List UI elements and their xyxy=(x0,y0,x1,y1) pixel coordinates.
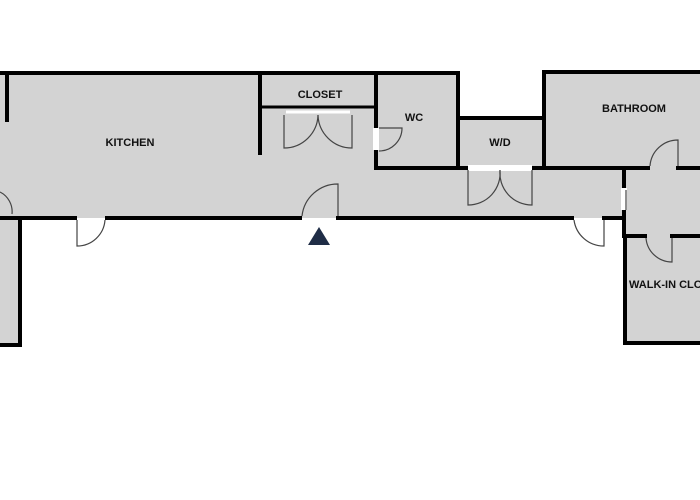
bathroom-area xyxy=(544,72,700,168)
wd-label: W/D xyxy=(489,137,510,149)
hall-side-door xyxy=(621,188,627,210)
bathroom-label: BATHROOM xyxy=(602,103,666,115)
doors xyxy=(0,110,679,263)
closet-label: CLOSET xyxy=(298,89,343,101)
lower-right-door xyxy=(573,219,605,247)
closet-double-door xyxy=(283,110,353,149)
entrance-arrow-icon xyxy=(308,227,330,245)
left-room-area xyxy=(0,218,20,345)
wc-door xyxy=(373,127,403,152)
entrance-door xyxy=(301,183,339,217)
walk-in-closet-label: WALK-IN CLOSET xyxy=(629,279,700,291)
room-labels: KITCHEN CLOSET WC W/D BATHROOM WALK-IN C… xyxy=(106,89,700,291)
wd-area xyxy=(458,118,544,168)
bathroom-door xyxy=(649,139,679,167)
walk-in-closet-door xyxy=(645,237,673,263)
lower-left-door xyxy=(76,219,106,247)
left-edge-door xyxy=(0,191,13,215)
walls xyxy=(0,70,700,347)
kitchen-label: KITCHEN xyxy=(106,137,155,149)
right-hall-area xyxy=(623,168,700,238)
main-floor-area xyxy=(0,73,460,218)
walk-in-closet-area xyxy=(625,236,700,343)
wc-label: WC xyxy=(405,112,423,124)
floor-fills xyxy=(0,72,700,345)
wd-double-door xyxy=(467,165,533,206)
